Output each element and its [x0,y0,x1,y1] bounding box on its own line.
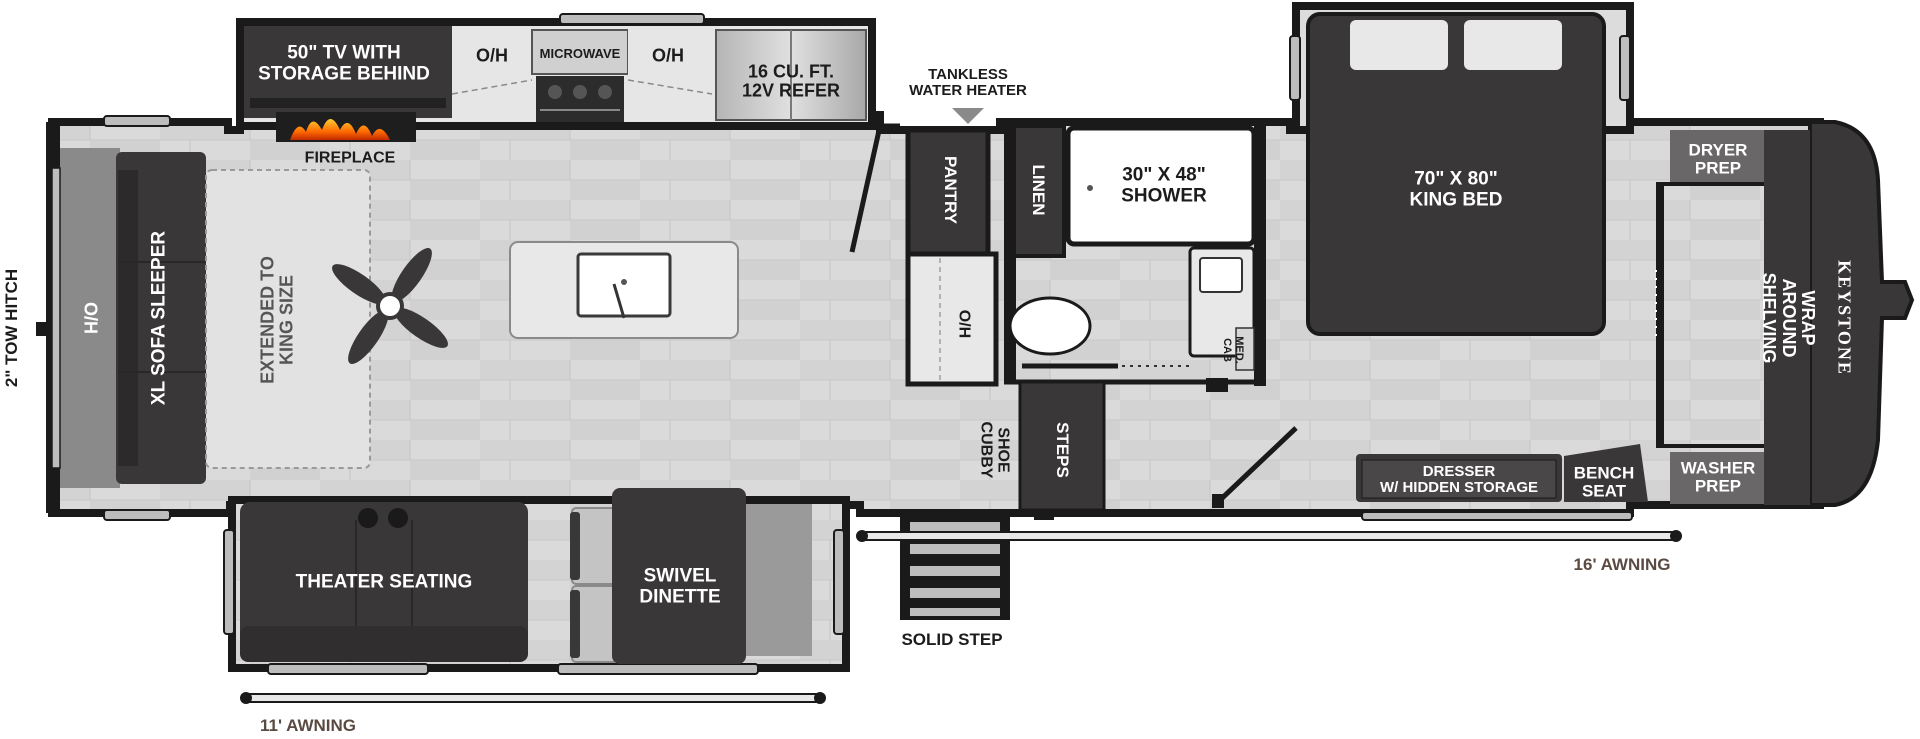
bedroom-slideout [1289,2,1634,336]
label-king-bed: 70" X 80" KING BED [1409,168,1503,210]
label-dinette: SWIVEL DINETTE [639,565,721,607]
label-med-cab: MED. CAB [1221,336,1245,364]
label-dryer: DRYER PREP [1688,140,1748,178]
entry-threshold [1034,512,1054,520]
label-oh-pantry: O/H [955,309,973,339]
door-stop [1212,494,1224,508]
bedroom-door [1216,426,1298,504]
awning-11 [240,692,826,704]
label-bench: BENCH SEAT [1573,463,1635,501]
label-washer: WASHER PREP [1680,458,1756,496]
label-tv: 50" TV WITH STORAGE BEHIND [258,42,430,84]
ceiling-fan-icon [332,248,448,364]
label-shelving: WRAP AROUND SHELVING [1759,272,1819,364]
label-tankless: TANKLESS WATER HEATER [909,65,1027,99]
label-oh-front: O/H [80,301,101,335]
label-extended: EXTENDED TO KING SIZE [257,256,297,384]
water-heater-marker [952,108,984,124]
label-awning-16: 16' AWNING [1573,554,1671,574]
awning-16 [856,530,1682,542]
label-oh-kitchen-right: O/H [651,45,685,66]
label-tow-hitch: 2" TOW HITCH [1,268,21,388]
window-rear-bottom [103,509,171,521]
label-awning-11: 11' AWNING [260,715,356,735]
hitch-stub [36,322,48,336]
pantry-bath-block [849,123,1266,392]
label-oh-kitchen-left: O/H [475,45,509,66]
rear-sofa-area [51,148,371,488]
kitchen-slideout [236,13,876,142]
label-refer: 16 CU. FT. 12V REFER [741,61,841,101]
dresser-bench [1356,444,1648,521]
label-theater: THEATER SEATING [295,571,473,593]
entry-steps [900,514,1010,620]
label-dresser: DRESSER W/ HIDDEN STORAGE [1379,462,1539,496]
label-steps: STEPS [1053,422,1073,478]
brand-logo: KEYSTONE [1834,260,1855,376]
label-pantry: PANTRY [941,156,961,224]
living-slideout [223,488,850,675]
label-shoe-cubby: SHOE CUBBY [977,421,1012,479]
label-fireplace: FIREPLACE [304,149,396,167]
front-cap [1808,120,1915,507]
kitchen-island [509,241,739,339]
interior-steps [1018,380,1106,512]
window-rear-top [103,115,171,127]
label-microwave: MICROWAVE [539,45,621,61]
label-shower: 30" X 48" SHOWER [1121,164,1207,206]
label-solid-step: SOLID STEP [901,629,1003,649]
label-sofa: XL SOFA SLEEPER [148,230,170,406]
front-closet [1655,130,1810,505]
label-linen: LINEN [1029,164,1049,216]
